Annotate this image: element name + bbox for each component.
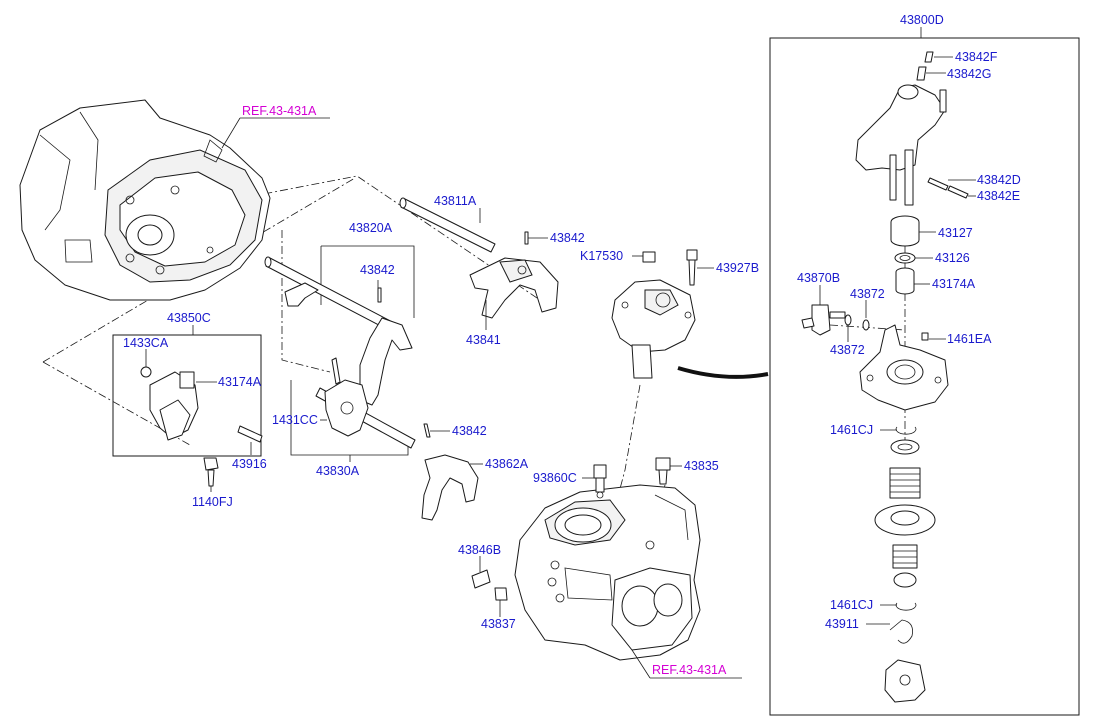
shift-control-housing	[611, 279, 696, 379]
reference-label-bottom: REF.43-431A	[652, 663, 727, 677]
shift-rail-43811A	[399, 197, 496, 253]
callout-43842-c: 43842	[452, 424, 487, 438]
callout-93860C: 93860C	[533, 471, 577, 485]
snap-ring-1461CJ-a	[895, 426, 917, 435]
switch-93860C	[593, 464, 607, 493]
callout-43841: 43841	[466, 333, 501, 347]
callout-43850C: 43850C	[167, 311, 211, 325]
spring-pin-43842-c	[423, 423, 431, 438]
callout-43872-b: 43872	[830, 343, 865, 357]
callout-43842E: 43842E	[977, 189, 1020, 203]
callout-43846B: 43846B	[458, 543, 501, 557]
callout-1461EA: 1461EA	[947, 332, 992, 346]
pin-43842F	[924, 51, 934, 63]
callout-43916: 43916	[232, 457, 267, 471]
callout-43911: 43911	[825, 617, 859, 631]
callout-43872-a: 43872	[850, 287, 885, 301]
callout-43842-a: 43842	[550, 231, 585, 245]
callout-43835: 43835	[684, 459, 719, 473]
callout-43800D: 43800D	[900, 13, 944, 27]
callout-43174A-right: 43174A	[932, 277, 976, 291]
callout-43842D: 43842D	[977, 173, 1021, 187]
shift-fork-43841	[469, 257, 559, 319]
transmission-case-left	[19, 99, 271, 301]
callout-43126: 43126	[935, 251, 970, 265]
plug-43835	[655, 457, 671, 485]
shift-lug-bottom	[884, 659, 926, 703]
lever-43870B	[801, 304, 846, 336]
spring-seat-upper	[890, 439, 920, 455]
shift-fork-43820A	[284, 282, 413, 406]
group-bracket-43820A	[320, 245, 415, 318]
pin-43842D	[927, 177, 949, 191]
shift-fork-43862A	[421, 454, 479, 521]
selector-lever-43800D	[855, 84, 947, 206]
assembly-box-43850C	[112, 334, 262, 457]
callout-K17530: K17530	[580, 249, 623, 263]
callout-43174A-left: 43174A	[218, 375, 262, 389]
callout-43842-b: 43842	[360, 263, 395, 277]
pin-43842E	[947, 185, 969, 199]
spring-lower	[892, 544, 918, 569]
bushing-43127	[890, 215, 920, 247]
spring-pin-43842-b	[377, 287, 382, 303]
callout-43927B: 43927B	[716, 261, 759, 275]
callout-43862A: 43862A	[485, 457, 529, 471]
callout-1461CJ-b: 1461CJ	[830, 598, 873, 612]
callout-43811A: 43811A	[434, 194, 477, 208]
shift-lug-1431CC	[324, 357, 369, 437]
spring-43911	[889, 619, 913, 644]
reference-label-top: REF.43-431A	[242, 104, 317, 118]
washer-43872-a	[844, 314, 852, 326]
callout-43837: 43837	[481, 617, 516, 631]
bolt-43916	[237, 425, 263, 443]
snap-ring-1461CJ-b	[895, 602, 917, 611]
callout-43870B: 43870B	[797, 271, 840, 285]
callout-43842F: 43842F	[955, 50, 998, 64]
spring-seat-lower	[893, 572, 917, 588]
plug-43837	[494, 587, 508, 601]
callout-43127: 43127	[938, 226, 973, 240]
seal-43126	[894, 252, 916, 264]
bolt-43927B	[686, 249, 698, 286]
control-lever-43850C	[140, 366, 199, 441]
plate-washer	[874, 504, 936, 536]
transmission-case-right	[514, 484, 701, 661]
callout-43820A: 43820A	[349, 221, 393, 235]
centerline-5	[604, 384, 641, 546]
bolt-1140FJ	[203, 457, 219, 487]
callout-1431CC: 1431CC	[272, 413, 318, 427]
shift-cover-housing	[859, 324, 949, 411]
bushing-43174A-right	[895, 267, 915, 295]
clip-1461EA	[921, 332, 929, 341]
washer-43872-b	[862, 319, 870, 331]
transfer-arrow	[677, 366, 769, 379]
leader-lines	[145, 27, 976, 679]
callout-1140FJ: 1140FJ	[192, 495, 233, 509]
spring-pin-43842-a	[524, 231, 529, 245]
callout-43842G: 43842G	[947, 67, 991, 81]
plug-K17530	[642, 251, 656, 263]
callout-1433CA: 1433CA	[123, 336, 169, 350]
assembly-box-43800D	[769, 37, 1080, 716]
plug-43846B	[471, 569, 491, 589]
callout-43830A: 43830A	[316, 464, 360, 478]
pin-43842G	[916, 66, 927, 81]
spring-upper	[889, 467, 921, 499]
centerline-1	[169, 175, 541, 301]
callout-1461CJ-a: 1461CJ	[830, 423, 873, 437]
group-bracket-43830A	[290, 380, 409, 456]
